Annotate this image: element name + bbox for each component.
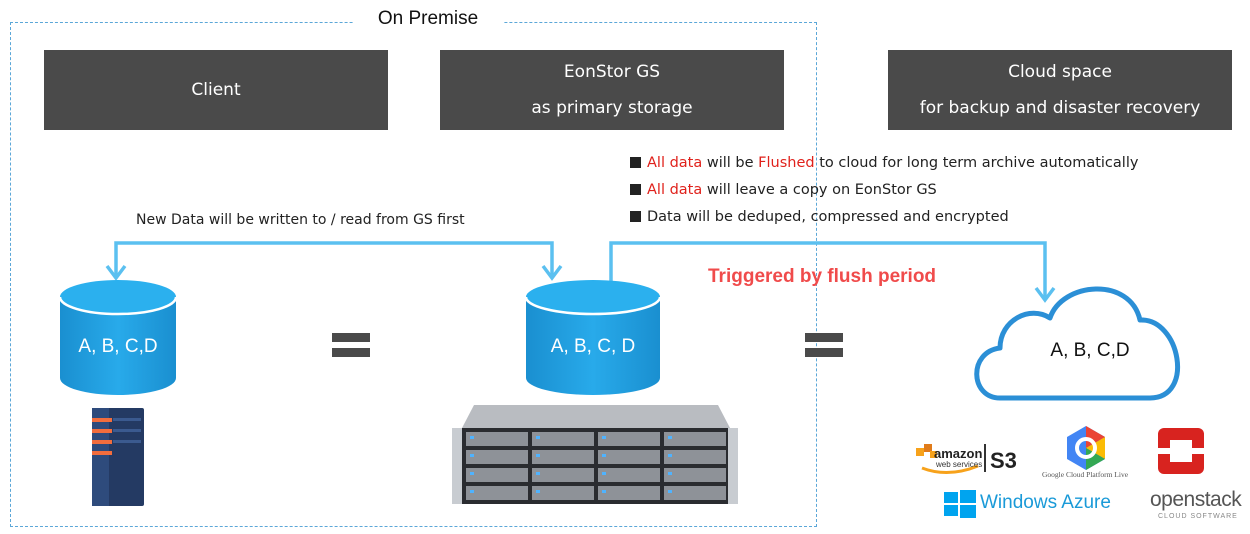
feature-bullets: All data will be Flushed to cloud for lo… [630, 150, 1138, 231]
bullet-copy: All data will leave a copy on EonStor GS [630, 177, 1138, 204]
bullet-square-icon [630, 211, 641, 222]
trigger-label: Triggered by flush period [708, 266, 937, 287]
bullet-text: Data will be deduped, compressed and enc… [647, 209, 1009, 225]
amazon-subtext: web services [936, 460, 983, 469]
rack-server-icon [452, 405, 738, 504]
bullet-square-icon [630, 184, 641, 195]
gs-database-icon [524, 280, 662, 395]
client-header: Client [44, 50, 388, 130]
amazon-s3-divider [984, 444, 986, 472]
on-premise-title: On Premise [353, 8, 503, 30]
windows-azure-text: Windows Azure [980, 492, 1111, 513]
equals-sign-left-top [332, 333, 370, 342]
windows-logo-icon [944, 490, 976, 518]
client-database-icon [58, 280, 178, 395]
server-tower-icon [92, 408, 144, 506]
flush-arrow [609, 241, 1056, 303]
bullet-text: to cloud for long term archive automatic… [814, 155, 1139, 171]
openstack-subtext: CLOUD SOFTWARE [1158, 513, 1238, 520]
bullet-dedupe: Data will be deduped, compressed and enc… [630, 204, 1138, 231]
s3-text: S3 [990, 448, 1017, 473]
bullet-highlight: All data [647, 182, 703, 198]
google-cloud-logo-icon [1067, 426, 1105, 470]
gs-data-label: A, B, C, D [550, 336, 636, 357]
eonstor-header-subtitle: as primary storage [531, 98, 693, 118]
cloud-icon [974, 286, 1180, 401]
google-cloud-text: Google Cloud Platform Live [1042, 470, 1129, 479]
cloud-header-subtitle: for backup and disaster recovery [919, 98, 1201, 118]
equals-sign-right-bottom [805, 348, 843, 357]
bullet-flushed: All data will be Flushed to cloud for lo… [630, 150, 1138, 177]
cloud-header-title: Cloud space [1008, 62, 1112, 82]
equals-sign-left-bottom [332, 348, 370, 357]
amazon-wordmark: amazon [934, 446, 983, 461]
eonstor-header-title: EonStor GS [563, 62, 661, 82]
client-header-label: Client [191, 80, 241, 100]
bullet-square-icon [630, 157, 641, 168]
openstack-logo-icon [1158, 428, 1204, 474]
read-write-arrow [105, 241, 563, 281]
bullet-text: will be [702, 155, 759, 171]
bullet-highlight-flushed: Flushed [758, 155, 815, 171]
openstack-text: openstack [1150, 488, 1242, 511]
amazon-logo-text: amazon [934, 446, 982, 461]
client-data-label: A, B, C,D [78, 336, 158, 357]
bullet-highlight: All data [647, 155, 703, 171]
cloud-header: Cloud space for backup and disaster reco… [888, 50, 1232, 130]
eonstor-header: EonStor GS as primary storage [440, 50, 784, 130]
bullet-text: will leave a copy on EonStor GS [702, 182, 937, 198]
cloud-data-label: A, B, C,D [1050, 340, 1130, 361]
new-data-label: New Data will be written to / read from … [136, 212, 465, 228]
equals-sign-right-top [805, 333, 843, 342]
amazon-logo-icon [916, 444, 979, 474]
